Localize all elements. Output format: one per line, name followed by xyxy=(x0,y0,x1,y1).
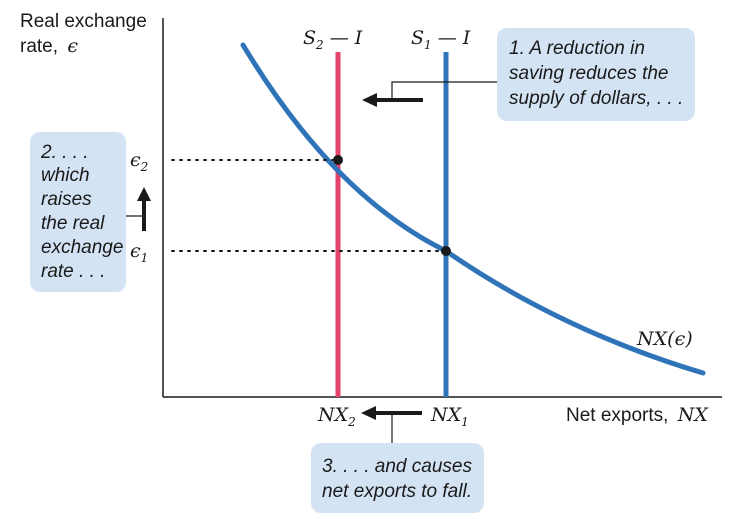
svg-text:which: which xyxy=(41,165,90,186)
s1-line-label: S1 — I xyxy=(411,27,471,52)
svg-text:the real: the real xyxy=(41,213,105,234)
svg-text:rate . . .: rate . . . xyxy=(41,261,105,282)
nx-curve-label: NX(ϵ) xyxy=(636,328,693,350)
svg-text:3. . . . and causes: 3. . . . and causes xyxy=(322,456,472,477)
eps2-tick-label: ϵ2 xyxy=(130,149,148,174)
svg-text:supply of dollars, . . .: supply of dollars, . . . xyxy=(509,88,683,109)
left-arrow-x-icon xyxy=(361,406,422,420)
callout-2: 2. . . . which raises the real exchange … xyxy=(30,132,126,292)
svg-text:saving reduces the: saving reduces the xyxy=(509,63,669,84)
up-arrow-icon xyxy=(137,187,151,231)
equilibrium-point-2 xyxy=(333,155,343,165)
callout-1: 1. A reduction in saving reduces the sup… xyxy=(497,28,695,121)
callout1-connector xyxy=(391,81,497,100)
nx2-tick-label: NX2 xyxy=(317,404,356,429)
x-axis-label: Net exports, NX xyxy=(566,404,709,426)
svg-text:exchange: exchange xyxy=(41,237,123,258)
svg-text:net exports to fall.: net exports to fall. xyxy=(322,481,472,502)
y-axis-label-line1: Real exchange xyxy=(20,11,147,32)
equilibrium-point-1 xyxy=(441,246,451,256)
nx1-tick-label: NX1 xyxy=(430,404,469,429)
y-axis-label-line2: rate, ϵ xyxy=(20,35,78,57)
callout-3: 3. . . . and causes net exports to fall. xyxy=(311,443,484,513)
svg-text:raises: raises xyxy=(41,189,92,210)
s2-line-label: S2 — I xyxy=(303,27,363,52)
svg-text:1. A reduction in: 1. A reduction in xyxy=(509,38,645,59)
svg-text:2. . . .: 2. . . . xyxy=(40,142,89,163)
left-arrow-shift-icon xyxy=(362,93,423,107)
eps1-tick-label: ϵ1 xyxy=(130,240,148,265)
